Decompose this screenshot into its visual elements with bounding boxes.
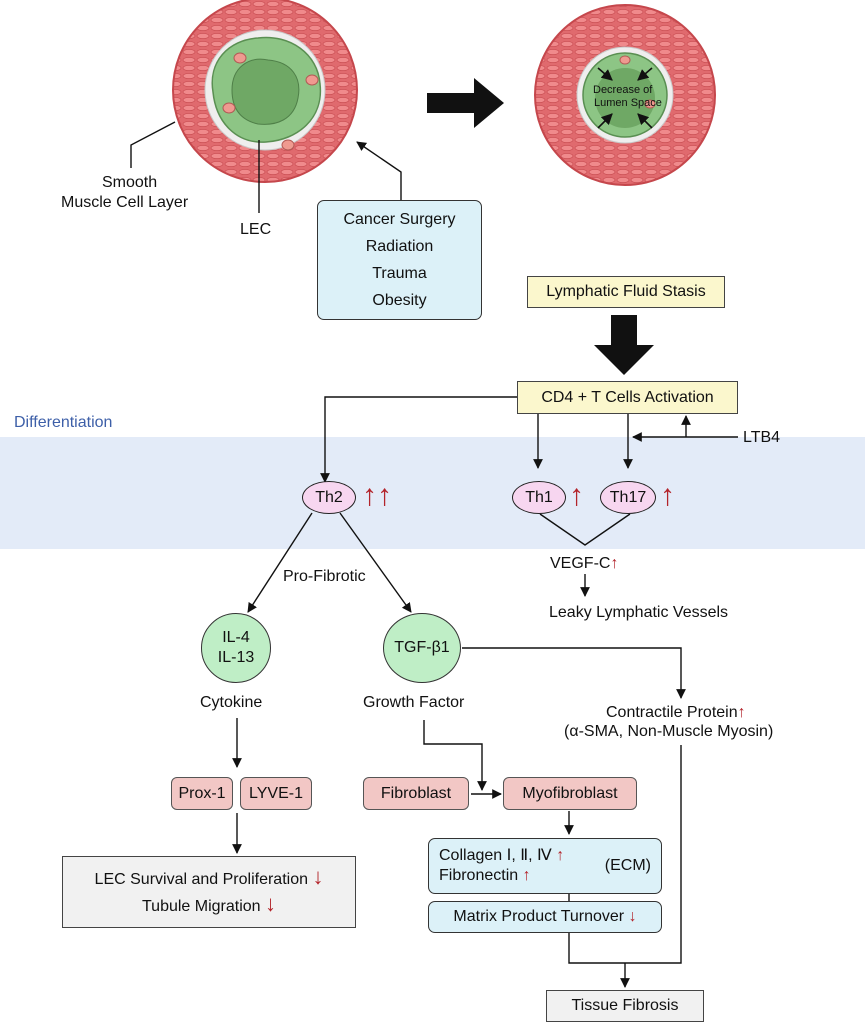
fibroblast-box: Fibroblast xyxy=(363,777,469,810)
lyve1-marker: LYVE-1 xyxy=(240,777,312,810)
lec-survival-row: LEC Survival and Proliferation ↓ xyxy=(95,865,324,892)
differentiation-band xyxy=(0,437,865,549)
ecm-box: Collagen Ⅰ, Ⅱ, Ⅳ ↑ Fibronectin ↑ (ECM) xyxy=(428,838,662,894)
tissue-fibrosis-box: Tissue Fibrosis xyxy=(546,990,704,1022)
progression-arrow xyxy=(427,78,504,128)
fibronectin-increase-arrow: ↑ xyxy=(522,867,531,884)
th2-cell: Th2 xyxy=(302,481,356,514)
tgf-beta1-label: TGF-β1 xyxy=(394,639,450,656)
myofibroblast-box: Myofibroblast xyxy=(503,777,637,810)
vegf-text: VEGF-C xyxy=(550,555,611,572)
cause-item: Radiation xyxy=(365,238,434,255)
ecm-items: Collagen Ⅰ, Ⅱ, Ⅳ ↑ Fibronectin ↑ xyxy=(439,846,564,886)
normal-vessel-illustration xyxy=(172,0,358,183)
tubule-row: Tubule Migration ↓ xyxy=(142,892,276,919)
lec-survival-decrease-arrow: ↓ xyxy=(312,864,324,889)
cause-item: Trauma xyxy=(372,265,427,282)
smc-label-line1: Smooth xyxy=(102,174,158,191)
lec-label: LEC xyxy=(240,221,272,238)
smc-label-line2: Muscle Cell Layer xyxy=(61,194,189,211)
tubule-migration-text: Tubule Migration xyxy=(141,898,261,915)
pro-fibrotic-label: Pro-Fibrotic xyxy=(283,568,366,585)
tubule-decrease-arrow: ↓ xyxy=(265,891,277,916)
growth-factor-label: Growth Factor xyxy=(363,694,465,711)
differentiation-label: Differentiation xyxy=(14,414,113,431)
lec-survival-box: LEC Survival and Proliferation ↓ Tubule … xyxy=(62,856,356,928)
vegf-increase-arrow: ↑ xyxy=(610,555,619,572)
th2-increase-arrows: ↑↑ xyxy=(362,479,392,512)
contractile-text: Contractile Protein xyxy=(606,704,738,721)
collagen-increase-arrow: ↑ xyxy=(556,847,565,864)
tgf-beta1-circle: TGF-β1 xyxy=(383,613,461,683)
contractile-examples-label: (α-SMA, Non-Muscle Myosin) xyxy=(564,723,774,740)
matrix-turnover-box: Matrix Product Turnover ↓ xyxy=(428,901,662,933)
prox1-marker: Prox-1 xyxy=(171,777,233,810)
collagen-row: Collagen Ⅰ, Ⅱ, Ⅳ ↑ xyxy=(439,846,564,866)
th17-cell: Th17 xyxy=(600,481,656,514)
ltb4-label: LTB4 xyxy=(743,429,781,446)
il-cytokine-circle: IL-4 IL-13 xyxy=(201,613,271,683)
lumen-label-line2: Lumen Space xyxy=(594,97,662,109)
vegf-label: VEGF-C↑ xyxy=(550,554,618,574)
cause-item: Cancer Surgery xyxy=(343,211,456,228)
lec-survival-text: LEC Survival and Proliferation xyxy=(94,871,308,888)
narrowed-vessel-illustration xyxy=(534,4,716,186)
matrix-decrease-arrow: ↓ xyxy=(628,908,637,925)
cytokine-label: Cytokine xyxy=(200,694,263,711)
cause-item: Obesity xyxy=(372,292,427,309)
lumen-label-line1: Decrease of xyxy=(593,84,653,96)
causes-box: Cancer Surgery Radiation Trauma Obesity xyxy=(317,200,482,320)
fibronectin-row: Fibronectin ↑ xyxy=(439,866,564,886)
fibronectin-text: Fibronectin xyxy=(439,867,519,884)
il13-label: IL-13 xyxy=(217,649,255,666)
th17-increase-arrow: ↑ xyxy=(660,479,675,512)
contractile-protein-label: Contractile Protein↑ xyxy=(606,703,746,723)
collagen-text: Collagen Ⅰ, Ⅱ, Ⅳ xyxy=(439,847,552,864)
th1-increase-arrow: ↑ xyxy=(569,479,584,512)
leaky-vessels-label: Leaky Lymphatic Vessels xyxy=(549,604,729,621)
il4-label: IL-4 xyxy=(222,629,250,646)
ecm-label: (ECM) xyxy=(604,857,651,874)
th1-cell: Th1 xyxy=(512,481,566,514)
contractile-increase-arrow: ↑ xyxy=(737,704,746,721)
t-cell-activation-box: CD4 + T Cells Activation xyxy=(517,381,738,414)
matrix-turnover-text: Matrix Product Turnover xyxy=(453,908,625,925)
fluid-stasis-box: Lymphatic Fluid Stasis xyxy=(527,276,725,308)
